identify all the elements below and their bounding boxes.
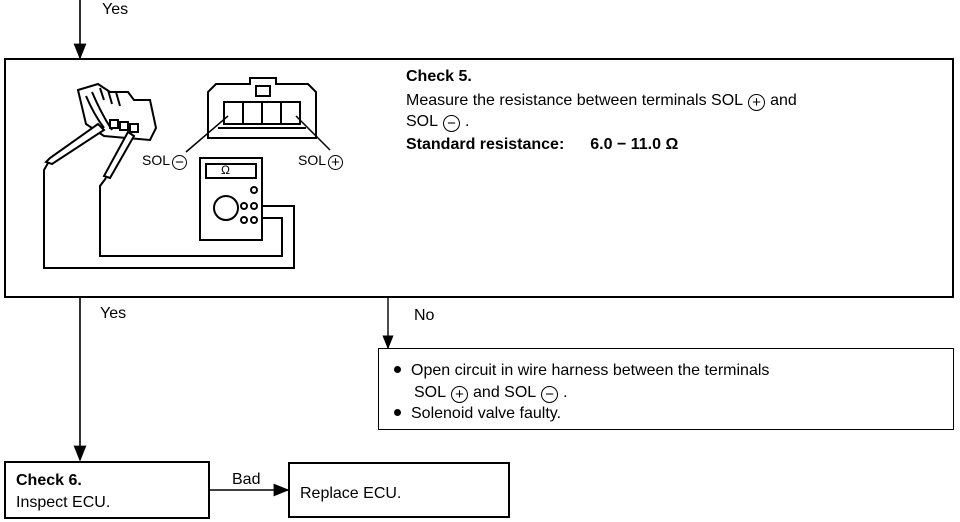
plus-symbol-icon: + bbox=[328, 155, 344, 170]
check5-box bbox=[4, 58, 954, 298]
check5-line1: Measure the resistance between terminals… bbox=[406, 92, 797, 111]
replace-ecu-box bbox=[288, 462, 510, 518]
replace-ecu-text: Replace ECU. bbox=[300, 485, 402, 502]
check6-title: Check 6. bbox=[16, 472, 82, 489]
flow-label-no: No bbox=[414, 307, 435, 324]
check6-text: Inspect ECU. bbox=[16, 494, 111, 511]
flow-label-yes-mid: Yes bbox=[100, 305, 127, 322]
no-result-box bbox=[378, 348, 954, 430]
label-sol-plus: SOL+ bbox=[298, 150, 345, 171]
check5-spec: Standard resistance:6.0 − 11.0 Ω bbox=[406, 136, 679, 153]
label-sol-minus: SOL− bbox=[142, 150, 189, 171]
test-probes bbox=[44, 122, 136, 180]
flow-label-yes-top: Yes bbox=[102, 1, 129, 18]
bullet-icon bbox=[394, 366, 401, 374]
no-result-bullet2: Solenoid valve faulty. bbox=[394, 403, 561, 424]
plus-symbol-icon: + bbox=[748, 94, 766, 111]
plus-symbol-icon: + bbox=[451, 386, 469, 403]
no-result-bullet1-line2: SOL+and SOL−. bbox=[414, 384, 568, 403]
minus-symbol-icon: − bbox=[443, 115, 461, 132]
terminal-connector bbox=[207, 77, 317, 139]
flow-label-bad: Bad bbox=[232, 471, 261, 488]
no-result-bullet1-line1: Open circuit in wire harness between the… bbox=[394, 360, 769, 381]
minus-symbol-icon: − bbox=[172, 155, 188, 170]
bullet-icon bbox=[394, 409, 401, 417]
ohmmeter bbox=[199, 157, 263, 241]
check6-box bbox=[4, 461, 210, 519]
check5-line2: SOL−. bbox=[406, 113, 470, 132]
meter-ohm-symbol: Ω bbox=[221, 163, 230, 177]
minus-symbol-icon: − bbox=[541, 386, 559, 403]
check5-title: Check 5. bbox=[406, 68, 472, 85]
